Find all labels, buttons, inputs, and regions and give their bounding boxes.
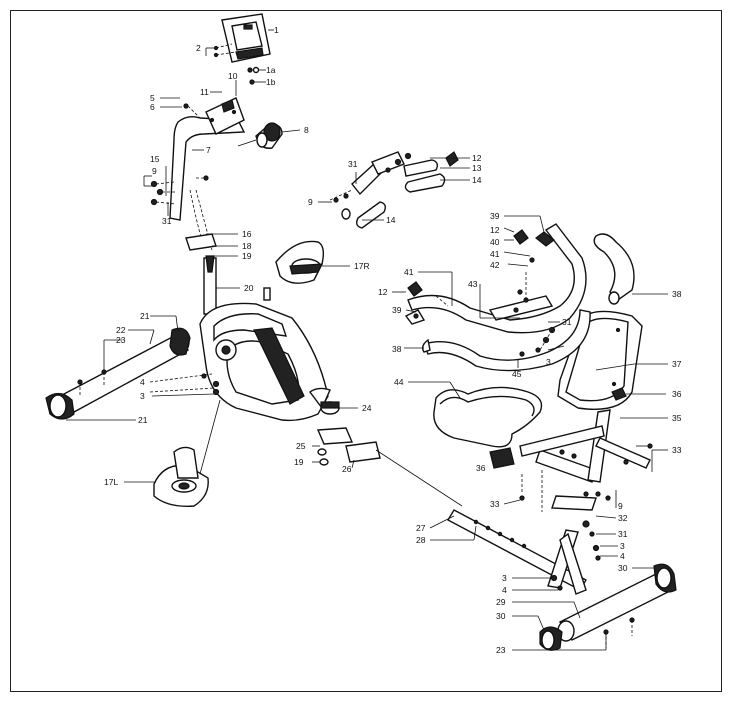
main-frame-shroud — [199, 302, 331, 422]
label-39-left: 39 — [392, 305, 402, 315]
label-13: 13 — [472, 163, 482, 173]
seat-cushion-part — [408, 381, 543, 469]
label-9-seat: 9 — [618, 501, 623, 511]
cable-and-stem — [185, 189, 240, 315]
label-35: 35 — [672, 413, 682, 423]
seat-handlebars — [404, 223, 668, 372]
label-37: 37 — [672, 359, 682, 369]
label-26: 26 — [342, 464, 352, 474]
label-18: 18 — [242, 241, 252, 251]
label-23-rear: 23 — [496, 645, 506, 655]
label-6: 6 — [150, 102, 155, 112]
label-31-low: 31 — [618, 529, 628, 539]
label-38-left: 38 — [392, 344, 402, 354]
label-33-right: 33 — [672, 445, 682, 455]
grip-parts-right — [503, 215, 555, 267]
label-31-seat: 31 — [562, 317, 572, 327]
label-4-front: 4 — [140, 377, 145, 387]
label-31-post: 31 — [162, 216, 172, 226]
label-40: 40 — [490, 237, 500, 247]
slider-assembly — [312, 401, 463, 507]
post-fasteners — [143, 166, 209, 216]
label-11: 11 — [200, 87, 209, 97]
label-4-rear-top: 4 — [620, 551, 625, 561]
label-17R: 17R — [354, 261, 370, 271]
tension-knob-part — [237, 122, 301, 149]
label-33-left: 33 — [490, 499, 500, 509]
label-21-top: 21 — [140, 311, 150, 321]
console-part — [205, 13, 274, 85]
label-22: 22 — [116, 325, 126, 335]
label-15: 15 — [150, 154, 160, 164]
label-12-left: 12 — [378, 287, 388, 297]
label-10: 10 — [228, 71, 238, 81]
label-30-right: 30 — [618, 563, 628, 573]
handlebar-post-part — [160, 80, 246, 221]
pedal-left-part — [124, 399, 221, 507]
drawing-frame — [10, 10, 722, 692]
label-38-right: 38 — [672, 289, 682, 299]
label-16: 16 — [242, 229, 252, 239]
seat-frame — [503, 409, 668, 595]
label-25: 25 — [296, 441, 306, 451]
part-labels: 1 1a 1b 2 5 6 10 11 8 7 15 9 31 31 9 12 … — [104, 25, 682, 655]
rear-stabilizer — [512, 563, 677, 651]
label-41-left: 41 — [404, 267, 414, 277]
label-27: 27 — [416, 523, 426, 533]
label-12-right: 12 — [490, 225, 500, 235]
label-24: 24 — [362, 403, 372, 413]
front-fasteners — [149, 373, 220, 397]
label-8: 8 — [304, 125, 309, 135]
label-45: 45 — [512, 369, 522, 379]
label-30-left: 30 — [496, 611, 506, 621]
label-20: 20 — [244, 283, 254, 293]
label-9-post: 9 — [152, 166, 157, 176]
label-14-top: 14 — [472, 175, 482, 185]
label-41-right: 41 — [490, 249, 500, 259]
label-4-rear: 4 — [502, 585, 507, 595]
label-39-right: 39 — [490, 211, 500, 221]
label-3-rear: 3 — [502, 573, 507, 583]
label-21-low: 21 — [138, 415, 148, 425]
label-19-top: 19 — [242, 251, 252, 261]
label-12-bar: 12 — [472, 153, 482, 163]
label-29: 29 — [496, 597, 506, 607]
label-36-low: 36 — [476, 463, 486, 473]
label-3-rear-top: 3 — [620, 541, 625, 551]
label-1a: 1a — [266, 65, 276, 75]
label-19-low: 19 — [294, 457, 304, 467]
label-9-bar: 9 — [308, 197, 313, 207]
grip-parts-left — [392, 271, 453, 325]
label-28: 28 — [416, 535, 426, 545]
label-32: 32 — [618, 513, 628, 523]
label-43: 43 — [468, 279, 478, 289]
rear-fasteners — [512, 345, 618, 591]
label-1b: 1b — [266, 77, 276, 87]
label-44: 44 — [394, 377, 404, 387]
label-7: 7 — [206, 145, 211, 155]
label-17L: 17L — [104, 477, 118, 487]
front-stabilizer — [45, 315, 191, 421]
label-3-front: 3 — [140, 391, 145, 401]
label-31-bar: 31 — [348, 159, 358, 169]
label-23-front: 23 — [116, 335, 126, 345]
label-2: 2 — [196, 43, 201, 53]
label-1: 1 — [274, 25, 279, 35]
label-14-low: 14 — [386, 215, 396, 225]
pedal-right-part — [263, 240, 350, 301]
label-5: 5 — [150, 93, 155, 103]
label-42: 42 — [490, 260, 500, 270]
backrest-part — [557, 310, 668, 410]
label-3-seat: 3 — [546, 357, 551, 367]
handlebar-upper-set — [318, 151, 470, 229]
label-36-top: 36 — [672, 389, 682, 399]
